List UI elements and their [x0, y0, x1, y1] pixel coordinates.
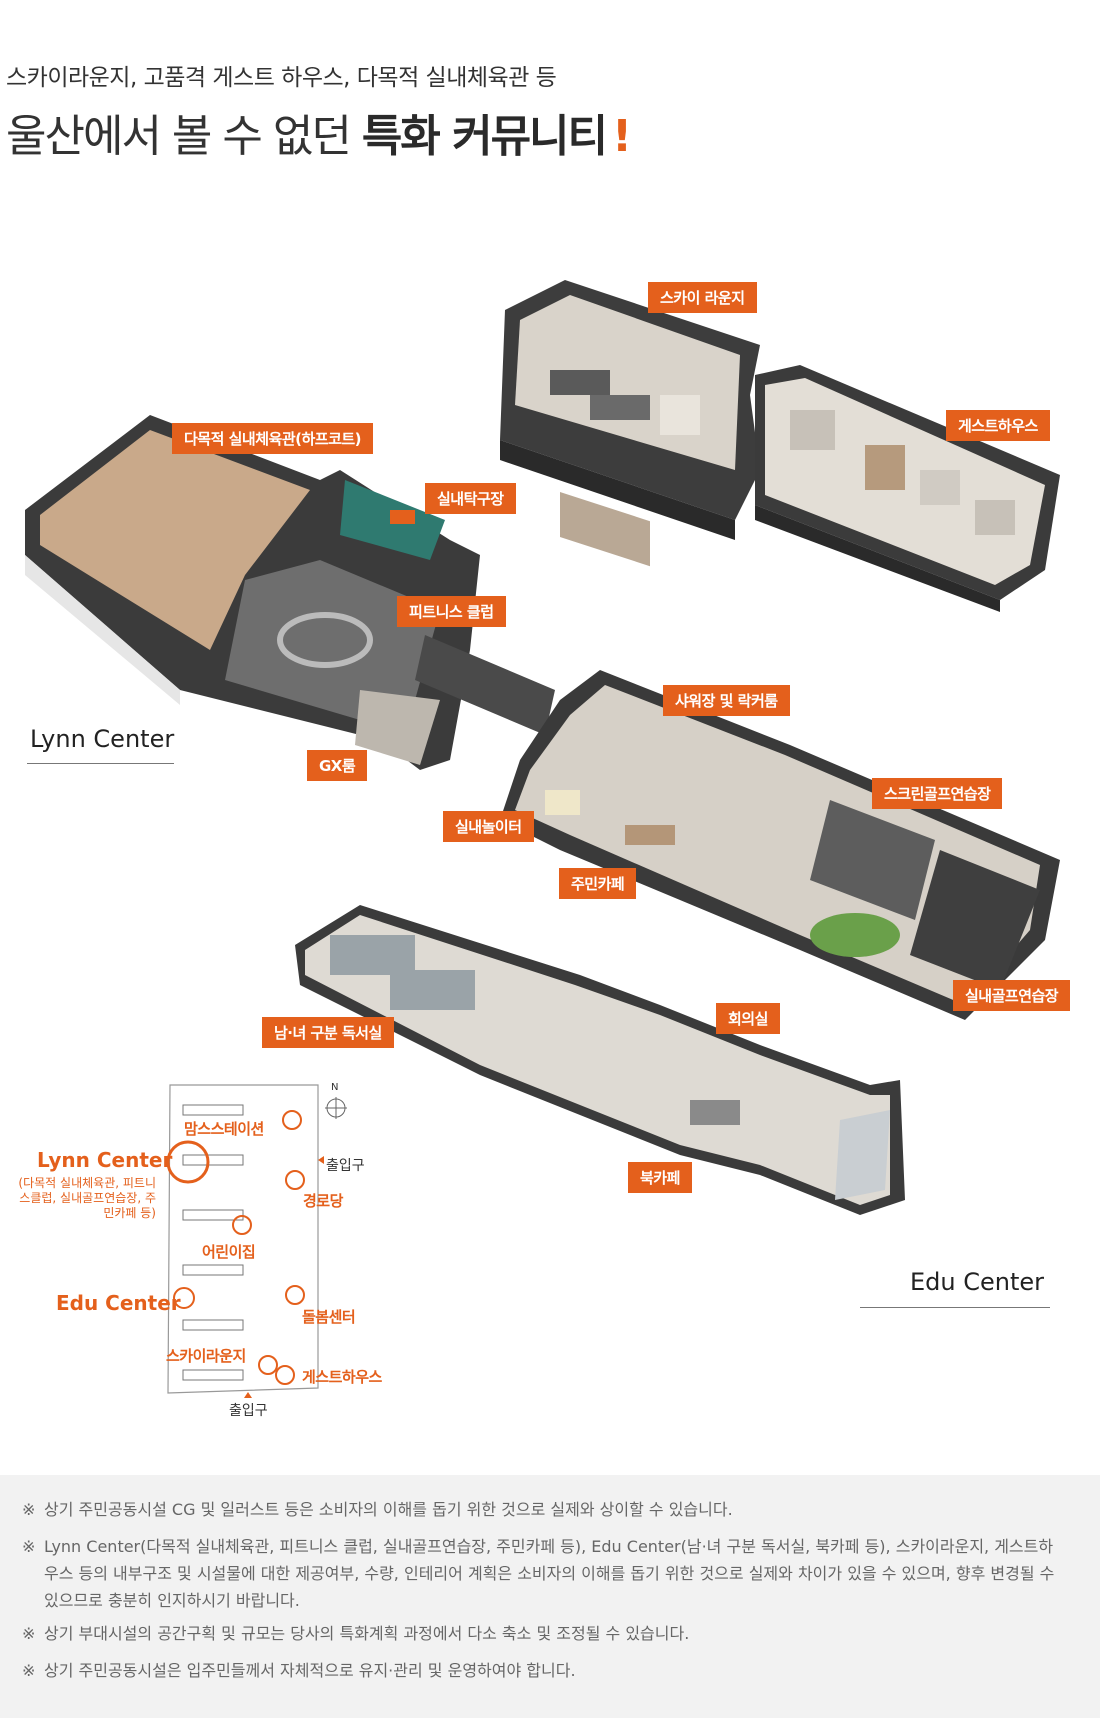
floor-plan-illustration: 스카이 라운지 게스트하우스 다목적 실내체육관(하프코트) 실내탁구장 피트니… — [18, 280, 1071, 1419]
site-map — [166, 1084, 347, 1398]
label-study-room: 남·녀 구분 독서실 — [262, 1017, 394, 1048]
note-symbol: ※ — [22, 1661, 36, 1680]
site-map-entrance-bottom: 출입구 — [229, 1403, 268, 1419]
lynn-center-label: Lynn Center — [30, 725, 175, 753]
note-symbol: ※ — [22, 1624, 36, 1643]
label-sky-lounge: 스카이 라운지 — [648, 282, 757, 313]
notes-section: ※ 상기 주민공동시설 CG 및 일러스트 등은 소비자의 이해를 돕기 위한 것… — [0, 1475, 1100, 1718]
sky-lounge-block — [500, 280, 760, 567]
label-shower-locker: 샤워장 및 락커룸 — [663, 685, 790, 716]
note-text: 상기 주민공동시설은 입주민들께서 자체적으로 유지·관리 및 운영하여야 합니… — [44, 1661, 576, 1680]
site-map-sky-lounge: 스카이라운지 — [166, 1347, 246, 1365]
note-symbol: ※ — [22, 1537, 36, 1556]
edu-center-underline — [860, 1307, 1050, 1308]
label-resident-cafe: 주민카페 — [559, 868, 637, 899]
site-map-care-center: 돌봄센터 — [302, 1308, 356, 1326]
label-indoor-golf: 실내골프연습장 — [953, 980, 1071, 1011]
note-item: ※ 상기 주민공동시설은 입주민들께서 자체적으로 유지·관리 및 운영하여야 합… — [22, 1657, 1072, 1684]
site-map-north: N — [331, 1082, 339, 1093]
note-text: 상기 부대시설의 공간구획 및 규모는 당사의 특화계획 과정에서 다소 축소 … — [44, 1624, 690, 1643]
site-map-edu-center: Edu Center — [56, 1291, 181, 1315]
label-meeting-room: 회의실 — [716, 1003, 780, 1034]
label-gym: 다목적 실내체육관(하프코트) — [172, 423, 374, 454]
lynn-center-block — [25, 415, 480, 770]
note-text: Lynn Center(다목적 실내체육관, 피트니스 클럽, 실내골프연습장,… — [44, 1537, 1055, 1610]
label-guest-house: 게스트하우스 — [946, 410, 1050, 441]
guest-house-block — [755, 365, 1060, 612]
site-map-senior-center: 경로당 — [303, 1192, 343, 1210]
note-text: 상기 주민공동시설 CG 및 일러스트 등은 소비자의 이해를 돕기 위한 것으… — [44, 1500, 733, 1519]
label-gx-room: GX룸 — [307, 750, 368, 781]
site-map-guest-house: 게스트하우스 — [302, 1368, 382, 1386]
site-map-lynn-desc: (다목적 실내체육관, 피트니스클럽, 실내골프연습장, 주민카페 등) — [18, 1176, 156, 1220]
site-map-lynn-center: Lynn Center — [37, 1148, 173, 1172]
title-plain: 울산에서 볼 수 없던 — [6, 111, 352, 162]
edu-center-block — [295, 905, 905, 1215]
floor-plan-drawing — [25, 280, 1060, 1398]
label-playground: 실내놀이터 — [443, 811, 534, 842]
note-item: ※ 상기 주민공동시설 CG 및 일러스트 등은 소비자의 이해를 돕기 위한 것… — [22, 1496, 1072, 1523]
label-book-cafe: 북카페 — [628, 1162, 692, 1193]
lynn-center-underline — [27, 763, 174, 764]
middle-block — [500, 670, 1060, 1020]
page-subtitle: 스카이라운지, 고품격 게스트 하우스, 다목적 실내체육관 등 — [6, 65, 557, 91]
site-map-moms-station: 맘스스테이션 — [184, 1120, 264, 1138]
header: 스카이라운지, 고품격 게스트 하우스, 다목적 실내체육관 등 울산에서 볼 … — [6, 58, 632, 164]
site-map-daycare: 어린이집 — [202, 1243, 256, 1261]
note-symbol: ※ — [22, 1500, 36, 1519]
label-fitness: 피트니스 클럽 — [397, 596, 506, 627]
edu-center-label: Edu Center — [910, 1268, 1045, 1296]
corridor-bridge — [415, 635, 555, 735]
label-screen-golf: 스크린골프연습장 — [872, 778, 1003, 809]
note-item: ※ Lynn Center(다목적 실내체육관, 피트니스 클럽, 실내골프연습장… — [22, 1533, 1072, 1614]
page-title: 울산에서 볼 수 없던 특화 커뮤니티! — [6, 100, 632, 164]
title-bold: 특화 커뮤니티 — [361, 111, 608, 162]
label-table-tennis: 실내탁구장 — [425, 483, 516, 514]
site-map-entrance-right: 출입구 — [326, 1158, 365, 1174]
title-mark: ! — [612, 111, 632, 162]
note-item: ※ 상기 부대시설의 공간구획 및 규모는 당사의 특화계획 과정에서 다소 축소… — [22, 1620, 1072, 1647]
